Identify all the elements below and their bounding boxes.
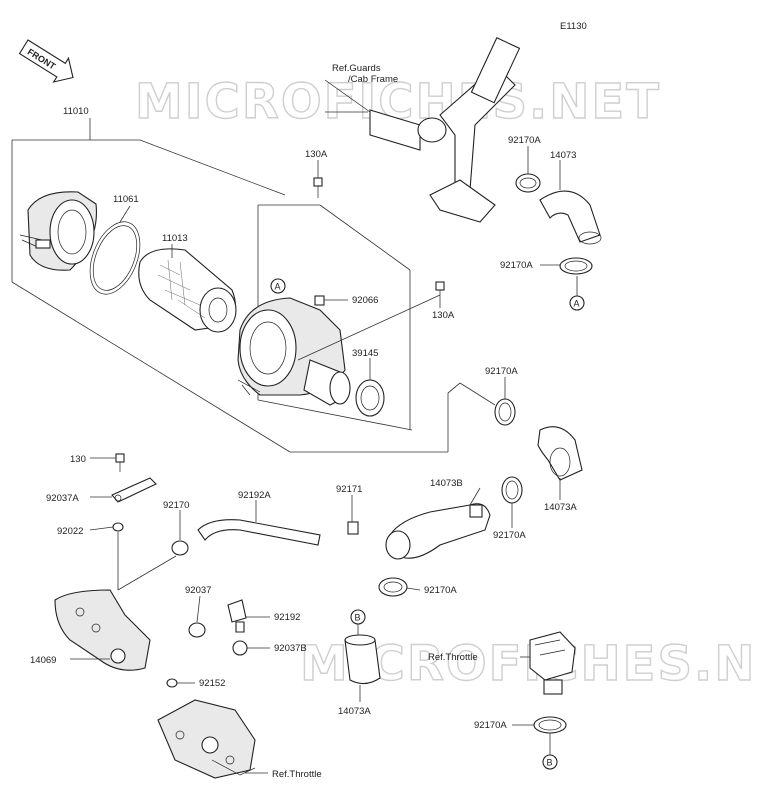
clamp-92170a-1-icon — [515, 173, 541, 193]
bolt-130a-right-icon — [435, 281, 445, 300]
callout-b-center: B — [350, 609, 366, 640]
label-14073a-1: 14073A — [544, 502, 577, 513]
label-11061: 11061 — [113, 194, 139, 205]
label-11013: 11013 — [162, 233, 188, 244]
label-14073a-2: 14073A — [338, 706, 371, 717]
label-130: 130 — [70, 454, 86, 465]
elbow-hose-92192 — [227, 599, 247, 633]
label-92152: 92152 — [199, 678, 225, 689]
diagram-code: E1130 — [560, 21, 587, 32]
clamp-92037b-icon — [232, 640, 248, 656]
callout-b-bottom: B — [542, 733, 558, 770]
label-14073: 14073 — [550, 150, 576, 161]
callout-a-top: A — [270, 278, 286, 294]
bolt-130-icon — [115, 453, 125, 472]
clamp-92170a-4-icon — [501, 476, 523, 504]
label-92037a: 92037A — [46, 493, 79, 504]
label-14069: 14069 — [30, 655, 56, 666]
label-92022: 92022 — [57, 526, 83, 537]
collar-39145 — [355, 379, 385, 417]
hose-14073a-lower — [344, 634, 381, 685]
label-92170: 92170 — [163, 500, 189, 511]
label-ref-throttle-upper: Ref.Throttle — [428, 652, 478, 663]
label-92037b: 92037B — [274, 643, 307, 654]
svg-text:A: A — [574, 299, 580, 309]
label-39145: 39145 — [352, 348, 378, 359]
duct-14073b — [385, 503, 491, 560]
throttle-body-ref-lower — [157, 699, 256, 779]
label-92170a-2: 92170A — [500, 260, 533, 271]
label-92170a-4: 92170A — [493, 530, 526, 541]
air-cleaner-cover — [19, 191, 98, 271]
label-ref-guards: Ref.Guards — [332, 63, 381, 74]
front-arrow-icon: FRONT — [18, 39, 74, 83]
washer-92022-icon — [112, 522, 124, 532]
hose-14073 — [539, 190, 602, 245]
label-14073b: 14073B — [430, 478, 463, 489]
clamp-92170a-3-icon — [494, 398, 516, 426]
callout-a-right: A — [569, 276, 585, 311]
leader-lines — [70, 111, 561, 774]
clamp-92170-icon — [171, 540, 189, 556]
label-92170a-5: 92170A — [424, 585, 457, 596]
svg-text:A: A — [275, 282, 281, 292]
svg-text:B: B — [355, 613, 361, 623]
label-130a-right: 130A — [432, 310, 455, 321]
label-130a-top: 130A — [305, 149, 328, 160]
hose-92192a — [197, 519, 321, 546]
label-92192: 92192 — [274, 612, 300, 623]
hose-14073a-right — [537, 426, 583, 481]
label-92066: 92066 — [352, 295, 378, 306]
label-92037: 92037 — [185, 585, 211, 596]
label-92192a: 92192A — [238, 490, 271, 501]
o-ring-seal — [89, 221, 141, 295]
plug-92066-icon — [314, 295, 348, 306]
label-92170a-3: 92170A — [485, 366, 518, 377]
svg-text:B: B — [547, 758, 553, 768]
strap-92037a — [111, 477, 157, 503]
label-92170a-6: 92170A — [474, 720, 507, 731]
air-filter-element — [138, 248, 237, 333]
label-cab-frame: /Cab Frame — [348, 74, 398, 85]
air-cleaner-case — [237, 297, 351, 406]
clamp-92170a-5-icon — [378, 577, 408, 597]
clamp-92171-icon — [347, 521, 359, 535]
label-92170a-1: 92170A — [508, 135, 541, 146]
washer-92152-icon — [166, 678, 178, 688]
label-ref-throttle-lower: Ref.Throttle — [272, 769, 322, 780]
label-11010: 11010 — [63, 106, 89, 117]
clamp-92170a-2-icon — [559, 257, 593, 275]
cab-frame-ref — [324, 37, 521, 223]
bracket-14069 — [54, 589, 151, 671]
bolt-130a-top-icon — [313, 177, 323, 198]
clamp-92170a-6-icon — [533, 716, 567, 734]
air-cleaner-assembly-bracket — [11, 139, 461, 453]
clamp-92037-icon — [188, 622, 206, 638]
label-92171: 92171 — [336, 484, 362, 495]
throttle-body-ref-right — [529, 631, 576, 695]
